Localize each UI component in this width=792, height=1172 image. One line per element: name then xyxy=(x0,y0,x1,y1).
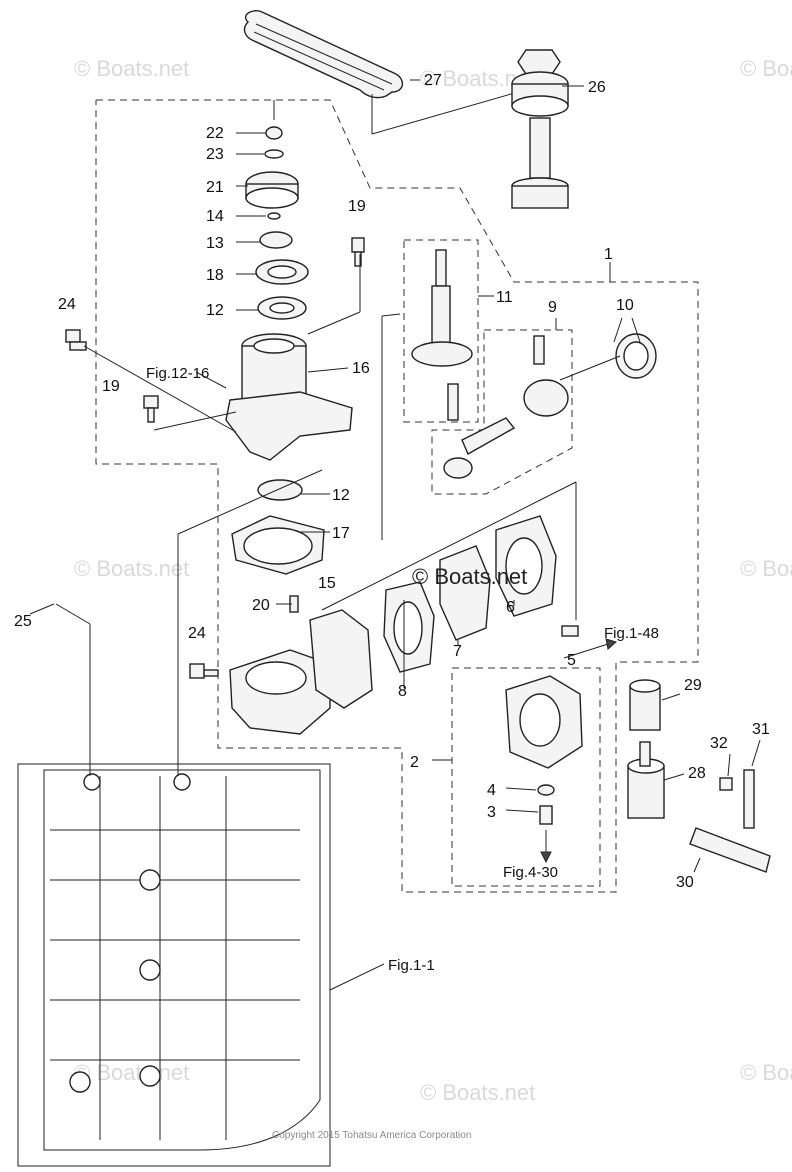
figure-ref-4-30[interactable]: Fig.4-30 xyxy=(503,864,558,881)
part-label-8: 8 xyxy=(398,683,407,700)
piston-rod-assembly xyxy=(443,335,569,479)
figure-ref-1-48[interactable]: Fig.1-48 xyxy=(604,625,659,642)
part-label-24: 24 xyxy=(58,296,76,313)
housing-16 xyxy=(225,333,353,461)
watermark: © Boats.net xyxy=(74,1060,189,1085)
part-label-29: 29 xyxy=(684,677,702,694)
watermark: © Boats.net xyxy=(740,56,792,81)
part-label-17: 17 xyxy=(332,525,350,542)
part-label-24: 24 xyxy=(188,625,206,642)
timing-belt xyxy=(243,10,519,135)
pulley-shaft-assembly xyxy=(511,49,569,209)
part-label-32: 32 xyxy=(710,735,728,752)
part-label-2: 2 xyxy=(410,754,419,771)
part-label-26: 26 xyxy=(588,79,606,96)
part-label-16: 16 xyxy=(352,360,370,377)
pump-body xyxy=(505,625,583,864)
part-label-31: 31 xyxy=(752,721,770,738)
watermark: © Boats.net xyxy=(74,56,189,81)
leader-lines xyxy=(29,79,761,991)
assembly-outline xyxy=(95,99,699,893)
watermark: © Boats.net xyxy=(740,1060,792,1085)
part-label-10: 10 xyxy=(616,297,634,314)
part-label-19: 19 xyxy=(348,198,366,215)
part-label-11: 11 xyxy=(496,289,513,306)
figure-ref-1-1[interactable]: Fig.1-1 xyxy=(388,957,435,974)
part-label-5: 5 xyxy=(567,652,576,669)
part-label-6: 6 xyxy=(506,599,515,616)
clip-10 xyxy=(615,333,657,379)
group-outlines xyxy=(95,99,699,893)
shaft-11-assembly xyxy=(411,249,473,421)
watermark: © Boats.net xyxy=(740,556,792,581)
housing-15 xyxy=(229,595,373,735)
part-labels: 1 2 3 4 5 6 7 8 9 10 11 12 12 13 14 15 1… xyxy=(14,72,770,891)
copyright-notice: Copyright 2015 Tohatsu America Corporati… xyxy=(272,1130,471,1141)
part-label-3: 3 xyxy=(487,804,496,821)
bolts xyxy=(65,237,365,679)
part-label-19: 19 xyxy=(102,378,120,395)
watermarks: © Boats.net © Boats.net © Boats.net © Bo… xyxy=(74,56,792,1105)
group-2-outline xyxy=(451,667,601,887)
group-9-outline xyxy=(431,329,573,495)
part-label-20: 20 xyxy=(252,597,270,614)
part-label-9: 9 xyxy=(548,299,557,316)
part-label-12: 12 xyxy=(332,487,350,504)
figure-references: Fig.12-16 Fig.1-48 Fig.4-30 Fig.1-1 xyxy=(146,365,659,974)
filter-parts xyxy=(627,679,771,873)
part-label-13: 13 xyxy=(206,235,224,252)
watermark: © Boats.net xyxy=(74,556,189,581)
engine-block-inset xyxy=(17,763,331,1167)
shaft-stack xyxy=(245,100,309,320)
center-watermark: © Boats.net xyxy=(412,564,527,589)
part-label-1: 1 xyxy=(604,246,613,263)
part-label-25: 25 xyxy=(14,613,32,630)
part-label-7: 7 xyxy=(453,643,462,660)
part-label-28: 28 xyxy=(688,765,706,782)
part-label-15: 15 xyxy=(318,575,336,592)
watermark: © Boats.net xyxy=(420,1080,535,1105)
group-11-outline xyxy=(403,239,479,423)
part-label-21: 21 xyxy=(206,179,224,196)
part-label-14: 14 xyxy=(206,208,224,225)
figure-ref-12-16[interactable]: Fig.12-16 xyxy=(146,365,209,382)
part-label-23: 23 xyxy=(206,146,224,163)
part-label-4: 4 xyxy=(487,782,496,799)
gasket-bearing xyxy=(231,479,325,575)
part-label-27: 27 xyxy=(424,72,442,89)
part-label-22: 22 xyxy=(206,125,224,142)
part-label-30: 30 xyxy=(676,874,694,891)
gaskets-678 xyxy=(383,515,557,673)
part-label-18: 18 xyxy=(206,267,224,284)
part-label-12: 12 xyxy=(206,302,224,319)
